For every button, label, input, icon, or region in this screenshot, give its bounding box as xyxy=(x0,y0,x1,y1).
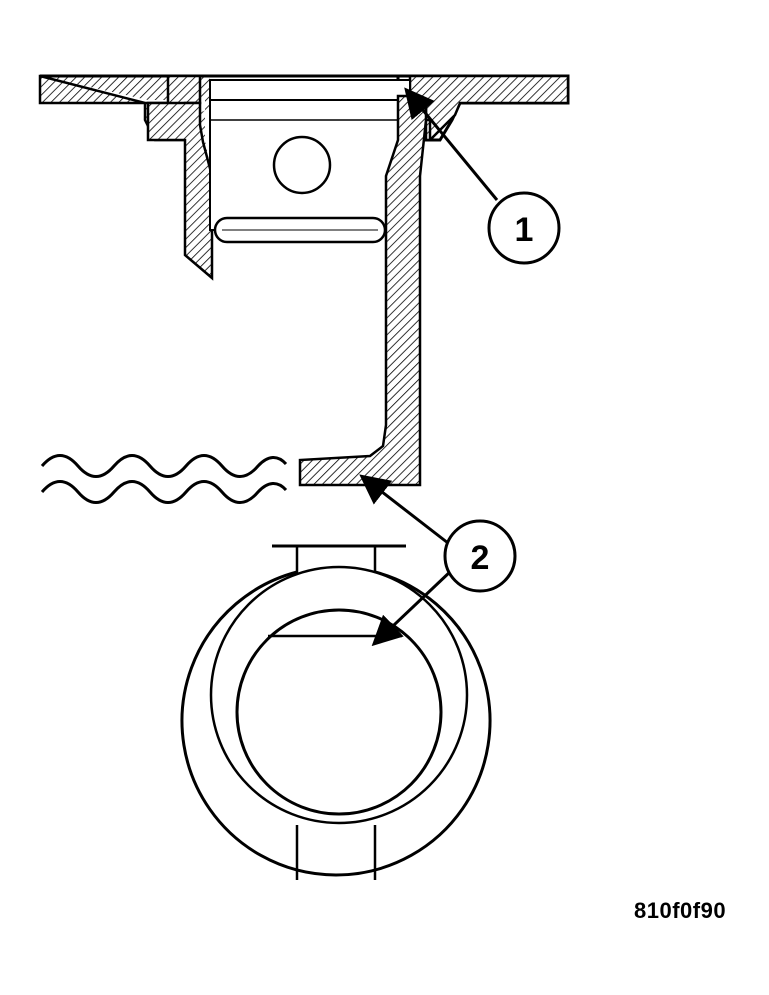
callout-2-leader-a xyxy=(359,474,449,545)
bottom-round-part xyxy=(180,544,492,880)
callout-2-leader-b xyxy=(371,568,454,647)
callout-2-label: 2 xyxy=(471,539,490,577)
callout-1-label: 1 xyxy=(515,211,534,249)
figure-id: 810f0f90 xyxy=(634,898,727,923)
inner-component xyxy=(209,79,411,244)
callout-1: 1 xyxy=(404,87,561,265)
callout-2: 2 xyxy=(359,474,517,647)
callout-2-circle xyxy=(443,519,517,593)
callout-1-leader xyxy=(404,87,499,201)
fluid-waves xyxy=(40,454,288,504)
callout-1-circle xyxy=(487,191,561,265)
